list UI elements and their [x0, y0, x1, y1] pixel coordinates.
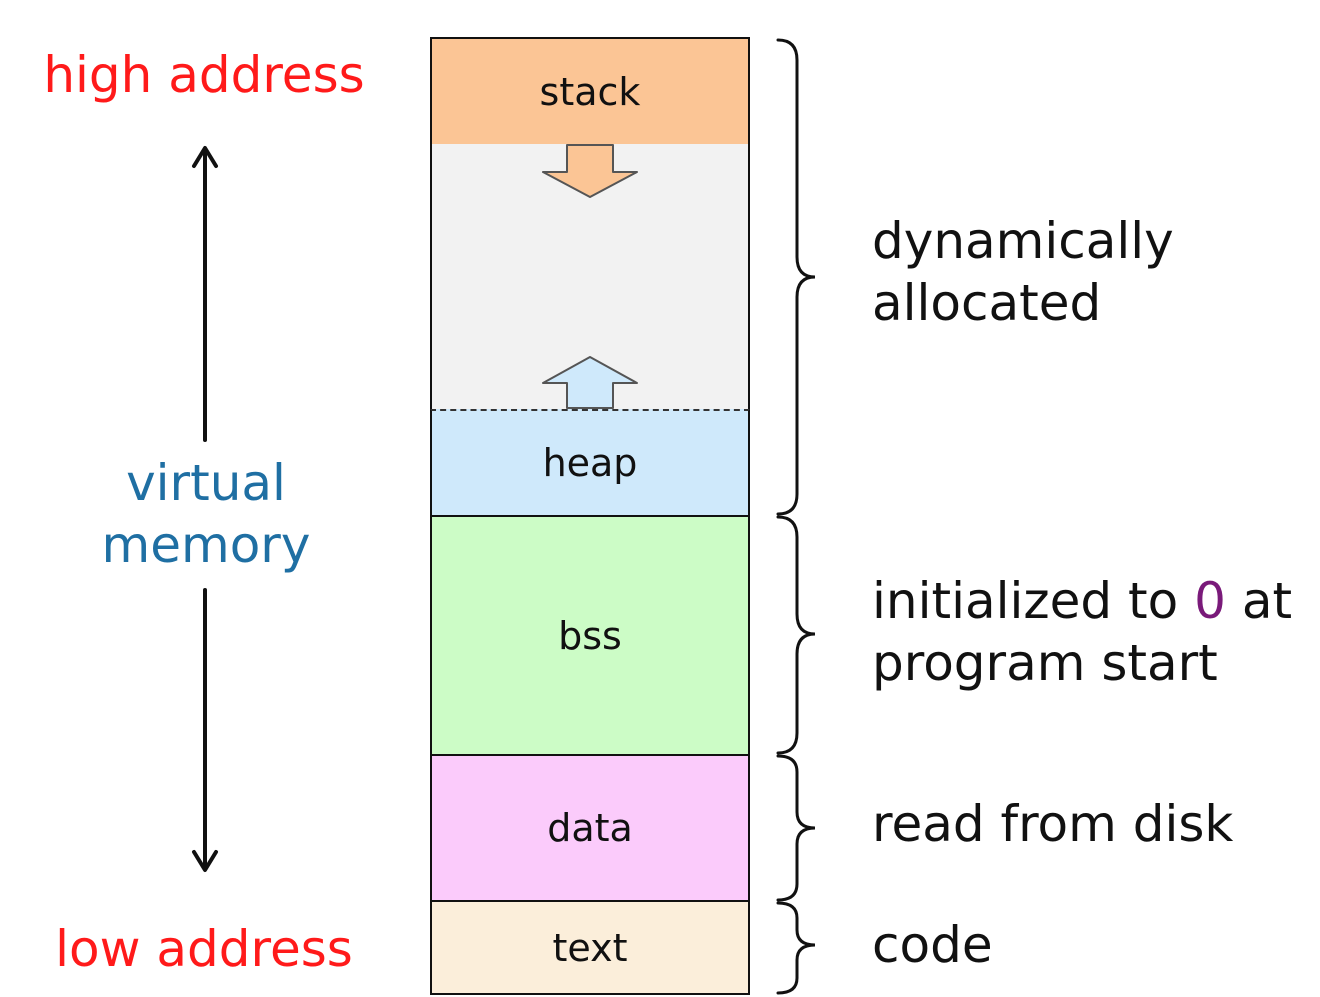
heap-segment: heap: [430, 409, 750, 517]
brace-text: [776, 901, 816, 995]
brace-bss: [776, 515, 816, 755]
code-label: code: [872, 916, 993, 974]
heap-growth-up-arrow: [542, 356, 638, 409]
initialized-suffix: at: [1225, 572, 1293, 630]
initialized-zero-value: 0: [1194, 572, 1226, 630]
text-segment: text: [430, 900, 750, 995]
brace-data: [776, 754, 816, 902]
stack-segment: stack: [430, 37, 750, 146]
bss-segment: bss: [430, 515, 750, 756]
dynamically-allocated-label-line2: allocated: [872, 274, 1102, 332]
text-segment-label: text: [552, 925, 628, 970]
initialized-label-line1: initialized to 0 at: [872, 570, 1292, 632]
address-range-arrow: [192, 146, 218, 872]
data-segment: data: [430, 754, 750, 902]
read-from-disk-label: read from disk: [872, 795, 1234, 853]
arrow-up-head: [192, 146, 218, 168]
heap-segment-label: heap: [542, 441, 638, 485]
stack-growth-down-arrow: [542, 144, 638, 198]
virtual-memory-label-line1: virtual: [126, 454, 286, 512]
arrow-down-head: [192, 850, 218, 872]
data-segment-label: data: [547, 806, 633, 850]
low-address-label: low address: [55, 920, 353, 978]
initialized-label-line2: program start: [872, 634, 1218, 692]
bss-segment-label: bss: [558, 613, 622, 658]
brace-dynamically-allocated: [776, 38, 816, 516]
initialized-prefix: initialized to: [872, 572, 1195, 630]
dynamically-allocated-label-line1: dynamically: [872, 212, 1174, 270]
virtual-memory-label-line2: memory: [101, 516, 311, 574]
high-address-label: high address: [43, 46, 365, 104]
stack-segment-label: stack: [539, 69, 641, 114]
